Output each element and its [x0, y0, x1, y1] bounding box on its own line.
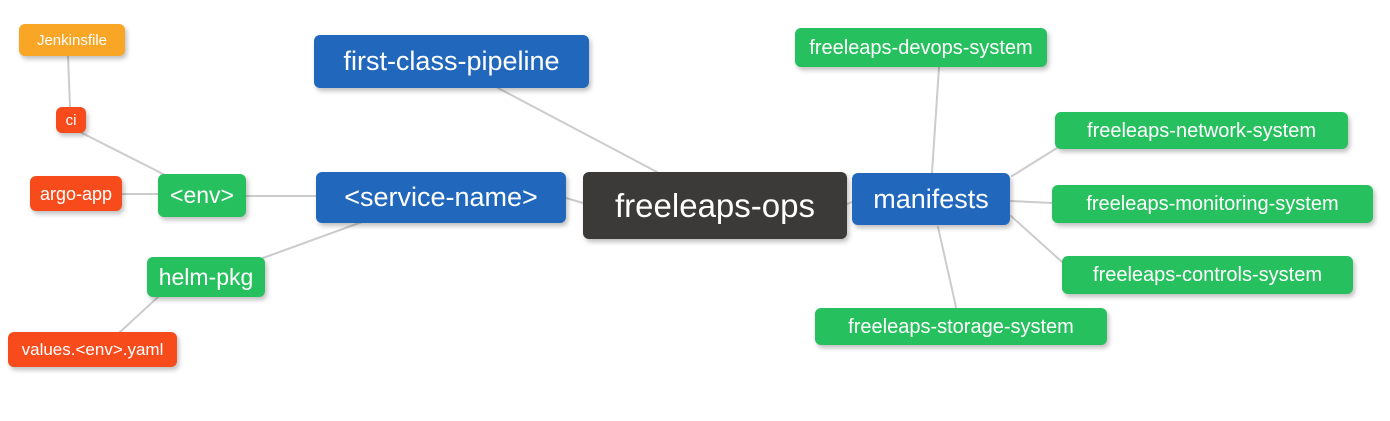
edge-service-name-to-freeleaps-ops [565, 197, 584, 204]
node-label: freeleaps-network-system [1087, 119, 1316, 142]
mindmap-node-monitoring-system[interactable]: freeleaps-monitoring-system [1052, 185, 1373, 223]
node-label: <env> [170, 182, 234, 208]
node-label: argo-app [39, 183, 113, 204]
mindmap-node-network-system[interactable]: freeleaps-network-system [1055, 112, 1348, 149]
edge-jenkinsfile-to-ci [67, 55, 71, 108]
edge-manifests-to-devops-system [931, 66, 940, 174]
mindmap-node-freeleaps-ops[interactable]: freeleaps-ops [583, 172, 847, 239]
mindmap-node-values-env-yaml[interactable]: values.<env>.yaml [8, 332, 177, 367]
mindmap-node-env[interactable]: <env> [158, 174, 246, 217]
edge-first-class-pipeline-to-freeleaps-ops [497, 87, 658, 173]
node-label: manifests [873, 183, 989, 214]
edge-freeleaps-ops-to-manifests [846, 201, 853, 205]
mindmap-node-argo-app[interactable]: argo-app [30, 176, 122, 211]
mindmap-node-first-class-pipeline[interactable]: first-class-pipeline [314, 35, 589, 88]
edge-manifests-to-controls-system [1010, 215, 1063, 263]
edge-ci-to-env [81, 132, 168, 177]
node-label: freeleaps-monitoring-system [1086, 193, 1339, 215]
mindmap-node-storage-system[interactable]: freeleaps-storage-system [815, 308, 1107, 345]
edge-helm-pkg-to-service-name [262, 221, 363, 259]
mindmap-node-ci[interactable]: ci [56, 107, 86, 133]
node-label: freeleaps-ops [615, 187, 815, 224]
node-label: ci [65, 111, 77, 129]
edge-values-env-yaml-to-helm-pkg [119, 296, 159, 333]
node-label: helm-pkg [158, 263, 254, 290]
node-label: values.<env>.yaml [21, 340, 164, 359]
mindmap-node-manifests[interactable]: manifests [852, 173, 1010, 225]
mindmap-node-service-name[interactable]: <service-name> [316, 172, 566, 223]
edge-manifests-to-monitoring-system [1010, 200, 1053, 204]
mindmap-node-helm-pkg[interactable]: helm-pkg [147, 257, 265, 297]
mindmap-node-devops-system[interactable]: freeleaps-devops-system [795, 28, 1047, 67]
node-label: freeleaps-storage-system [848, 315, 1074, 338]
mindmap-node-controls-system[interactable]: freeleaps-controls-system [1062, 256, 1353, 294]
node-label: freeleaps-controls-system [1093, 264, 1322, 286]
node-label: <service-name> [344, 182, 538, 212]
edge-manifests-to-network-system [1011, 147, 1058, 177]
node-label: freeleaps-devops-system [809, 36, 1033, 59]
edge-manifests-to-storage-system [937, 226, 957, 308]
node-label: first-class-pipeline [343, 46, 560, 76]
node-label: Jenkinsfile [36, 31, 108, 49]
mindmap-node-jenkinsfile[interactable]: Jenkinsfile [19, 24, 125, 56]
